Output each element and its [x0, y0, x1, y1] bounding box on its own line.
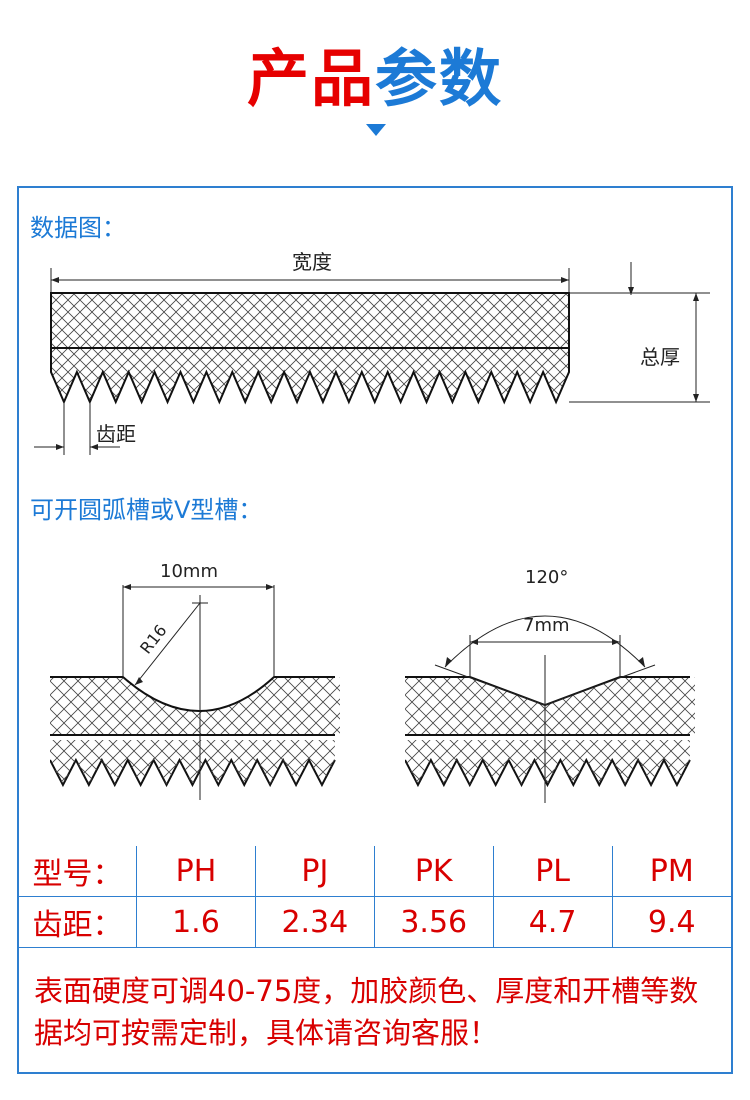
groove-section-label: 可开圆弧槽或V型槽：: [30, 496, 263, 524]
row-label-model: 型号：: [19, 846, 137, 897]
table-cell: PM: [611, 846, 731, 897]
customization-note: 表面硬度可调40-75度，加胶颜色、厚度和开槽等数据均可按需定制，具体请咨询客服…: [34, 974, 699, 1050]
spec-table: 型号： PH PJ PK PL PM 齿距： 1.6 2.34 3.56 4.7…: [19, 846, 731, 948]
table-cell: PK: [373, 846, 494, 897]
table-cell: 9.4: [611, 896, 731, 948]
arrow-right-icon: [561, 277, 569, 283]
belt-cross-section: [50, 292, 570, 405]
data-figure-label: 数据图：: [30, 214, 126, 242]
arrow-down-icon: [628, 287, 634, 295]
row-label-pitch: 齿距：: [19, 896, 137, 948]
table-cell: PL: [492, 846, 613, 897]
angle-label: 120°: [525, 567, 568, 588]
table-cell: PJ: [254, 846, 375, 897]
table-cell: PH: [136, 846, 256, 897]
radius-line: [134, 602, 201, 686]
width-label: 宽度: [292, 250, 332, 274]
arc-groove-profile: [50, 676, 335, 712]
title-part-red: 产品: [246, 42, 375, 115]
belt-dimension-diagram: [34, 262, 710, 455]
belt-teeth: [50, 740, 336, 788]
table-row: 齿距： 1.6 2.34 3.56 4.7 9.4: [19, 896, 731, 948]
pitch-label: 齿距: [96, 422, 136, 446]
table-cell: 1.6: [136, 896, 256, 948]
table-row: 型号： PH PJ PK PL PM: [19, 846, 731, 897]
v-width-label: 7mm: [523, 615, 570, 636]
angle-arc: [444, 615, 646, 668]
thickness-label: 总厚: [640, 345, 680, 369]
table-cell: 3.56: [373, 896, 494, 948]
table-cell: 2.34: [254, 896, 375, 948]
page-title: 产品参数: [0, 48, 750, 110]
table-cell: 4.7: [492, 896, 613, 948]
v-groove-diagram: 120° 7mm: [405, 567, 695, 803]
title-part-blue: 参数: [375, 42, 504, 115]
arc-width-label: 10mm: [160, 561, 218, 582]
arc-groove-diagram: 10mm R16: [50, 561, 340, 800]
caret-down-icon: [366, 124, 386, 136]
arrow-left-icon: [51, 277, 59, 283]
content-frame: [17, 186, 733, 1074]
belt-teeth: [405, 740, 691, 788]
radius-label: R16: [136, 621, 170, 658]
